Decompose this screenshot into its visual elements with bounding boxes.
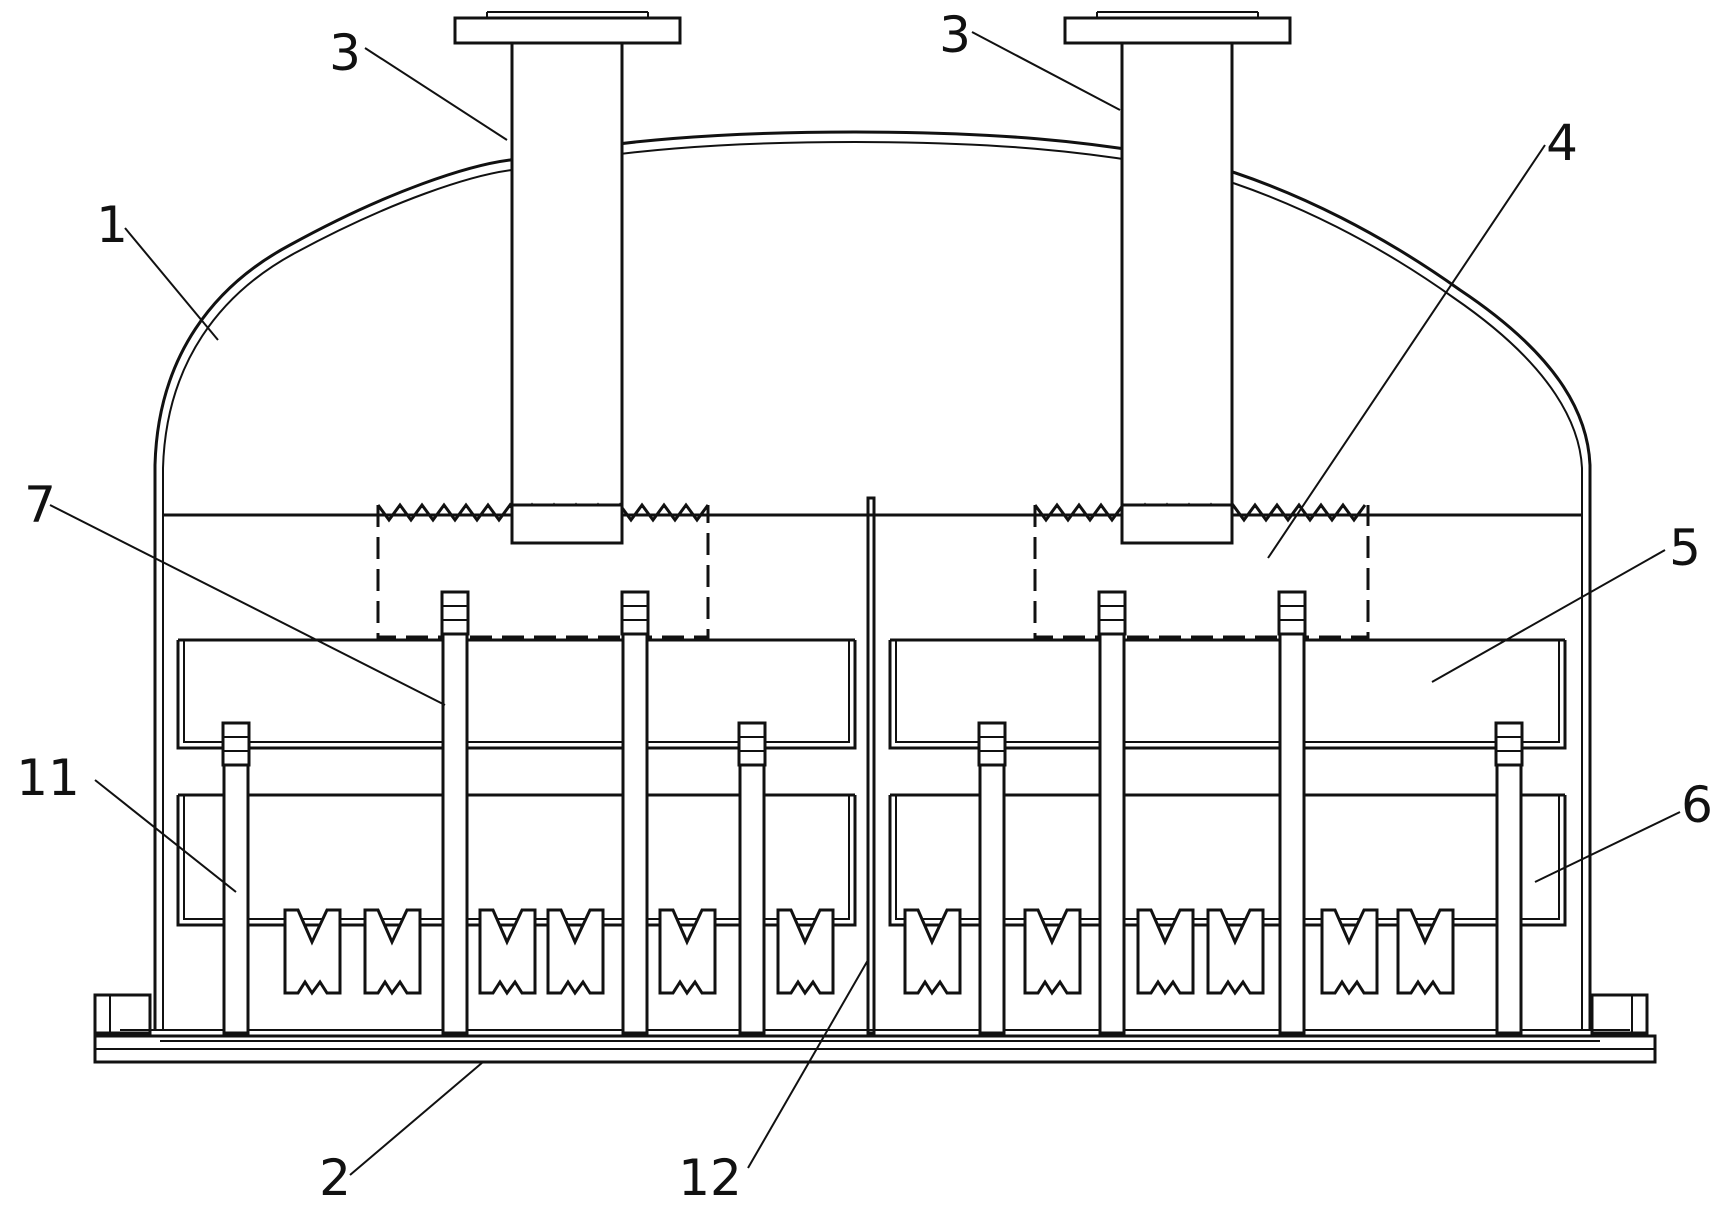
label-frame-rod: 11 (16, 749, 80, 807)
label-lower-tray: 6 (1681, 776, 1713, 834)
upper-tray-left (176, 638, 857, 750)
leader-6 (1534, 811, 1681, 883)
frame-rods-short (222, 740, 1523, 1035)
leader-12 (747, 959, 869, 1169)
centre-partition (866, 496, 876, 1035)
leader-7 (49, 504, 446, 706)
rod-nuts-short (221, 721, 1524, 767)
base-plate (93, 993, 1657, 1064)
label-pipe-left: 3 (329, 24, 361, 82)
clamp-blocks (283, 908, 1455, 996)
leader-lines (49, 31, 1681, 1176)
sawtooth-box-right (1033, 502, 1370, 639)
label-base-plate: 2 (319, 1149, 351, 1207)
leader-3-left (364, 47, 508, 141)
rod-nuts-tall (440, 590, 1307, 636)
label-upper-tray: 5 (1669, 519, 1701, 577)
label-sawtooth-box: 4 (1546, 114, 1578, 172)
part-labels: 1 2 3 3 4 5 6 7 11 12 (16, 6, 1713, 1207)
sawtooth-box-left (376, 502, 710, 639)
leader-1 (124, 227, 219, 341)
label-shell: 1 (96, 196, 128, 254)
leader-11 (94, 779, 237, 893)
inlet-pipe-left (453, 11, 682, 545)
leader-2 (349, 1061, 484, 1176)
label-pipe-right: 3 (939, 6, 971, 64)
leader-3-right (971, 31, 1121, 111)
label-support-rod: 7 (24, 476, 56, 534)
label-partition: 12 (678, 1149, 742, 1207)
upper-tray-right (888, 638, 1567, 750)
leader-5 (1431, 549, 1666, 683)
inlet-pipe-right (1063, 11, 1292, 545)
leader-4 (1267, 144, 1546, 559)
